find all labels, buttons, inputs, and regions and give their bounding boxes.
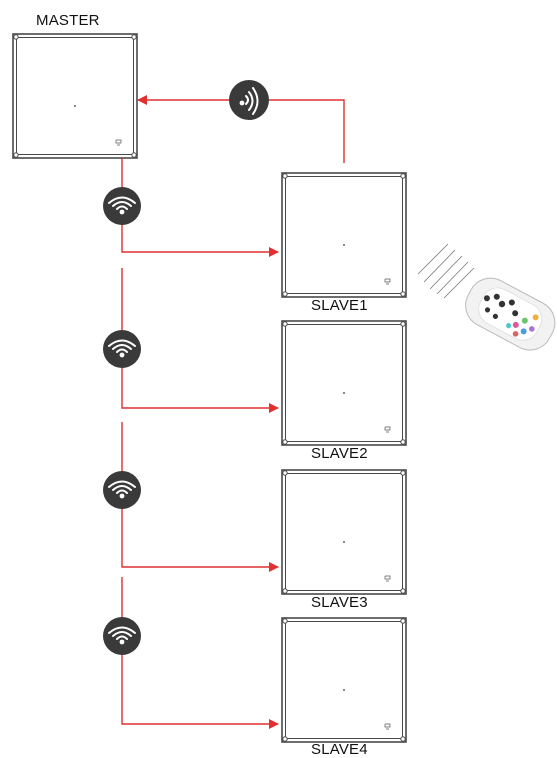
slave3-panel	[281, 469, 407, 595]
remote-control-icon	[417, 243, 556, 351]
wireless-signal-icon	[102, 186, 142, 226]
wireless-signal-icon	[102, 329, 142, 369]
slave2-label: SLAVE2	[311, 445, 368, 462]
arrow-to-slave4	[121, 577, 279, 729]
master-label: MASTER	[36, 12, 100, 29]
slave1-panel	[281, 172, 407, 298]
slave4-label: SLAVE4	[311, 741, 368, 758]
master-panel	[12, 33, 138, 159]
wireless-signal-icon	[102, 470, 142, 510]
slave3-label: SLAVE3	[311, 594, 368, 611]
arrow-master-to-slave1	[121, 158, 279, 257]
ir-beam-lines	[417, 243, 475, 299]
slave2-panel	[281, 320, 407, 446]
feedback-arrow	[137, 95, 345, 163]
arrow-to-slave2	[121, 268, 279, 413]
slave4-panel	[281, 617, 407, 743]
slave1-label: SLAVE1	[311, 297, 368, 314]
wireless-signal-icon	[102, 616, 142, 656]
arrow-to-slave3	[121, 422, 279, 572]
wifi-signal-icon	[229, 80, 269, 120]
